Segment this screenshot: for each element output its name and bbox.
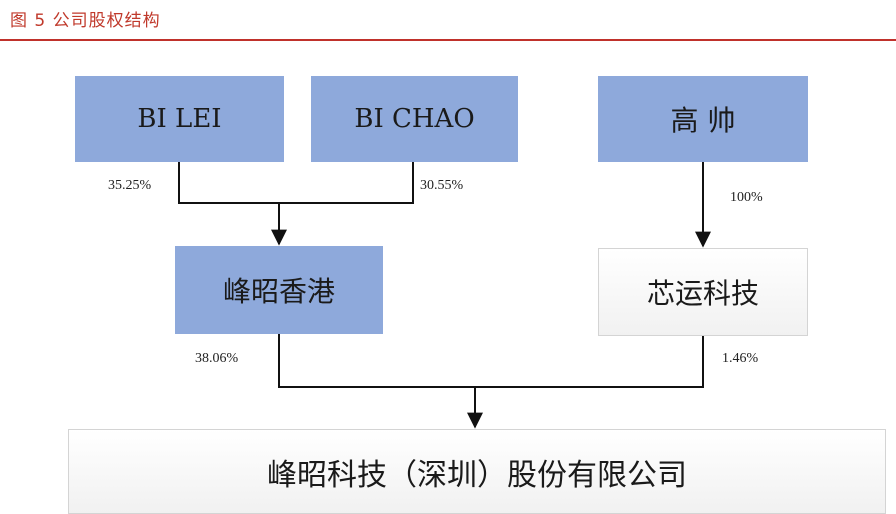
node-xinyun: 芯运科技 [598, 248, 808, 336]
node-gao-shuai: 高 帅 [598, 76, 808, 162]
title-divider [0, 39, 896, 41]
pct-xinyun: 1.46% [722, 351, 759, 366]
node-xinyun-label: 芯运科技 [646, 277, 759, 310]
edge-bilei-bichao [178, 162, 414, 204]
pct-bi-lei: 35.25% [108, 178, 152, 193]
node-company-label: 峰昭科技（深圳）股份有限公司 [267, 457, 687, 493]
node-company: 峰昭科技（深圳）股份有限公司 [68, 429, 886, 514]
pct-fengzhao-hk: 38.06% [195, 351, 239, 366]
node-bi-chao-label: BI CHAO [354, 104, 475, 134]
pct-gao-shuai: 100% [730, 190, 763, 205]
node-bi-chao: BI CHAO [311, 76, 518, 162]
node-fengzhao-hk-label: 峰昭香港 [222, 275, 335, 308]
pct-bi-chao: 30.55% [420, 178, 464, 193]
node-bi-lei-label: BI LEI [137, 104, 222, 134]
figure-title: 图 5 公司股权结构 [10, 11, 161, 31]
node-bi-lei: BI LEI [75, 76, 284, 162]
edge-hk-xinyun [278, 334, 704, 388]
node-gao-shuai-label: 高 帅 [670, 104, 736, 137]
node-fengzhao-hk: 峰昭香港 [175, 246, 383, 334]
